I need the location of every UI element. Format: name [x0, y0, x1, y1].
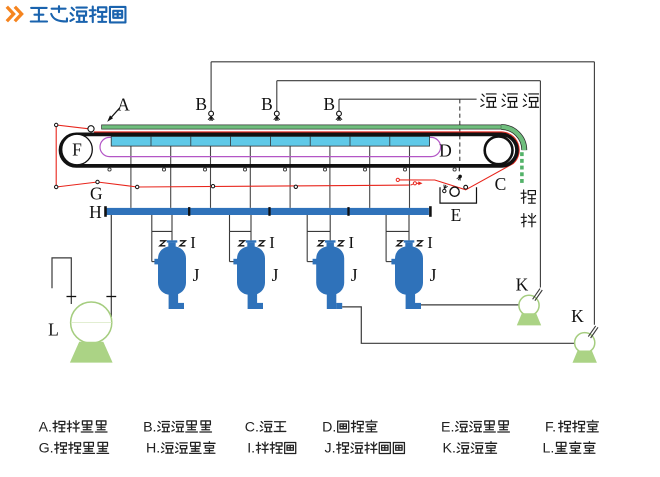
- svg-text:J: J: [272, 265, 279, 285]
- svg-text:I: I: [427, 233, 433, 252]
- svg-text:K: K: [516, 275, 529, 295]
- svg-text:B.: B.: [143, 419, 156, 435]
- svg-text:L: L: [48, 320, 59, 340]
- svg-text:J: J: [193, 265, 200, 285]
- svg-text:H.: H.: [146, 441, 160, 457]
- svg-text:B: B: [261, 94, 273, 114]
- svg-text:I: I: [269, 233, 275, 252]
- svg-text:A: A: [117, 94, 130, 114]
- svg-text:J: J: [351, 265, 358, 285]
- svg-text:K.: K.: [443, 441, 456, 457]
- svg-text:F.: F.: [545, 419, 556, 435]
- svg-text:A.: A.: [39, 419, 52, 435]
- svg-text:E: E: [451, 205, 462, 225]
- svg-text:I: I: [348, 233, 354, 252]
- svg-text:F: F: [72, 140, 82, 160]
- svg-text:J.: J.: [325, 441, 336, 457]
- svg-text:B: B: [195, 94, 207, 114]
- svg-text:I.: I.: [247, 441, 255, 457]
- svg-text:H: H: [89, 202, 102, 222]
- svg-text:D.: D.: [322, 419, 336, 435]
- svg-text:G: G: [90, 184, 103, 204]
- svg-text:E.: E.: [441, 419, 454, 435]
- svg-text:J: J: [430, 265, 437, 285]
- svg-text:L.: L.: [543, 441, 555, 457]
- svg-text:B: B: [323, 94, 335, 114]
- svg-text:K: K: [571, 306, 584, 326]
- svg-text:D: D: [439, 140, 452, 160]
- svg-text:C.: C.: [245, 419, 259, 435]
- svg-text:C: C: [495, 174, 507, 194]
- svg-text:G.: G.: [39, 441, 54, 457]
- svg-text:I: I: [190, 233, 196, 252]
